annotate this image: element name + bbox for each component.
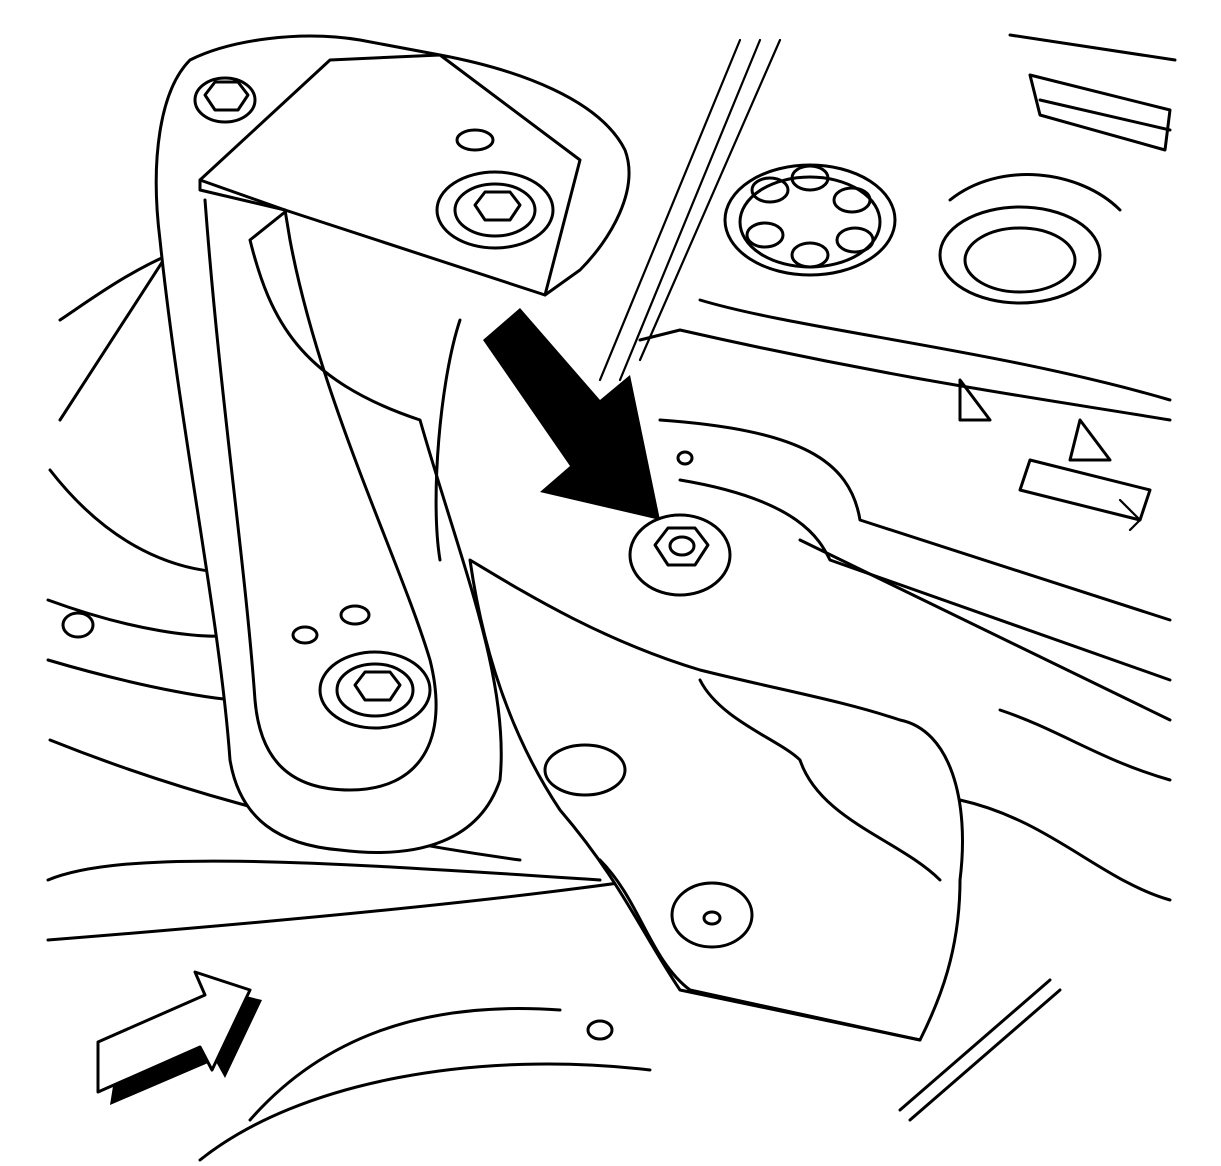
- view-direction-arrow-icon: [96, 970, 262, 1105]
- frame-rail: [658, 378, 1172, 722]
- subframe-left: [46, 248, 652, 1162]
- bolt-hole-pattern: [723, 163, 1122, 305]
- bolt-upper-left: [193, 76, 257, 124]
- bolt-upper: [435, 170, 555, 250]
- upper-body-panel: [598, 33, 1177, 422]
- nut-target: [628, 450, 732, 597]
- lower-mount-body: [468, 558, 1172, 1122]
- solid-arrow-icon: [483, 308, 660, 520]
- bolt-lower: [318, 650, 432, 730]
